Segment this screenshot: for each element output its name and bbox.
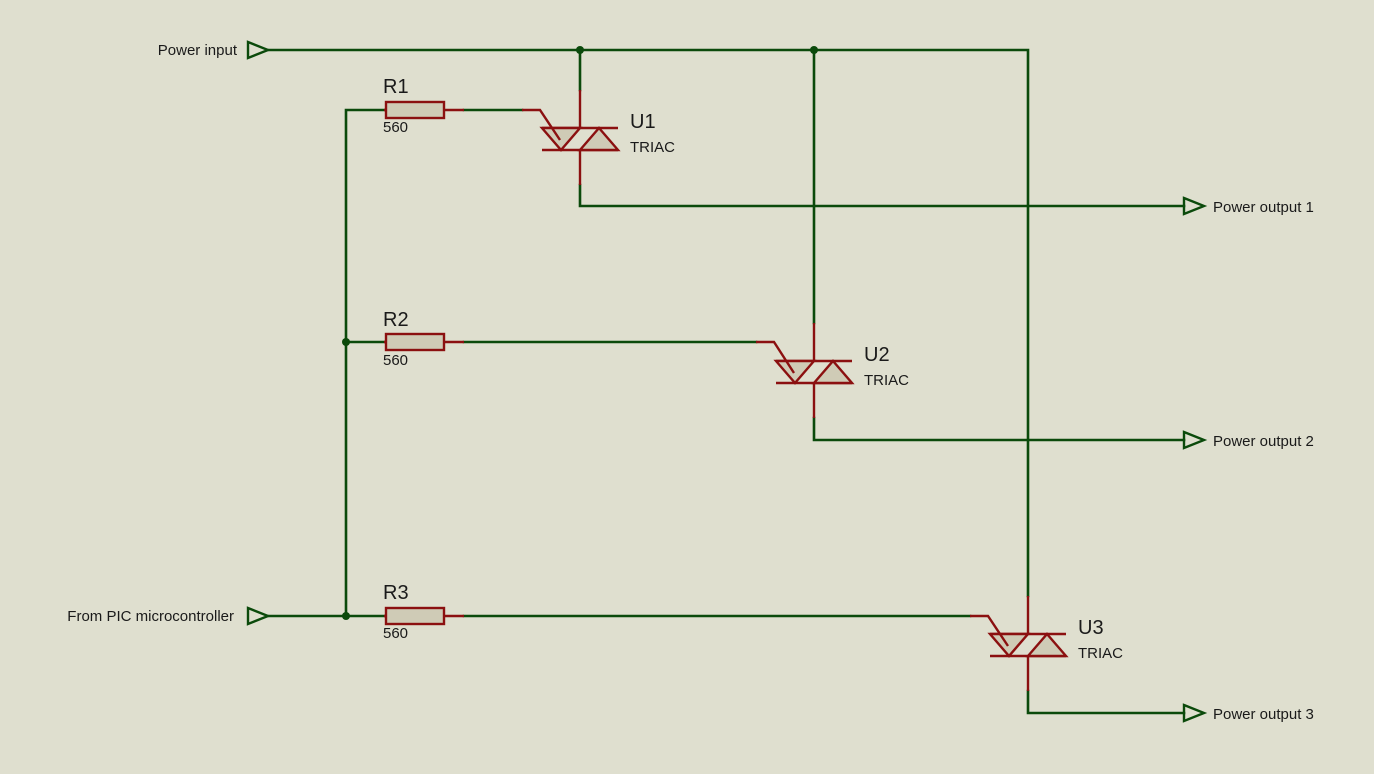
wire-power-bus (266, 48, 1030, 598)
resistor-r1[interactable]: R1 560 (383, 76, 464, 136)
terminal-output-1[interactable]: Power output 1 (1182, 196, 1314, 216)
resistor-value-label: 560 (383, 352, 408, 369)
resistor-body-icon (384, 606, 446, 626)
resistor-body-icon (384, 332, 446, 352)
triac-gate-lead (756, 340, 796, 374)
triac-symbol-icon (811, 359, 855, 385)
port-label-output-2: Power output 2 (1213, 433, 1314, 450)
triac-type-label: TRIAC (1078, 645, 1123, 662)
triac-type-label: TRIAC (630, 139, 675, 156)
triac-gate-lead (522, 108, 561, 141)
triac-u1[interactable]: U1 TRIAC (522, 90, 675, 185)
junction-dot (342, 338, 350, 346)
port-label-from-pic: From PIC microcontroller (67, 608, 234, 625)
resistor-r3[interactable]: R3 560 (383, 582, 464, 642)
terminal-power-input[interactable]: Power input (158, 40, 272, 60)
triac-gate-lead (970, 614, 1009, 647)
resistor-ref-label: R1 (383, 76, 409, 98)
terminal-arrow-icon (1182, 430, 1208, 450)
triac-ref-label: U1 (630, 111, 656, 133)
wires (266, 48, 1186, 715)
terminal-arrow-icon (246, 606, 272, 626)
port-label-output-1: Power output 1 (1213, 199, 1314, 216)
triac-symbol-icon (987, 632, 1031, 658)
wire-control-bus (266, 108, 386, 618)
port-label-power-input: Power input (158, 42, 238, 59)
resistor-value-label: 560 (383, 119, 408, 136)
terminal-arrow-icon (246, 40, 272, 60)
junctions (342, 46, 818, 620)
junction-dot (576, 46, 584, 54)
triac-ref-label: U3 (1078, 617, 1104, 639)
triac-symbol-icon (1025, 632, 1069, 658)
terminal-arrow-icon (1182, 703, 1208, 723)
terminal-from-pic[interactable]: From PIC microcontroller (67, 606, 272, 626)
triac-u3[interactable]: U3 TRIAC (970, 596, 1123, 691)
resistor-value-label: 560 (383, 625, 408, 642)
junction-dot (810, 46, 818, 54)
port-label-output-3: Power output 3 (1213, 706, 1314, 723)
wire-output-3 (1026, 689, 1186, 715)
junction-dot (342, 612, 350, 620)
terminal-output-3[interactable]: Power output 3 (1182, 703, 1314, 723)
terminal-output-2[interactable]: Power output 2 (1182, 430, 1314, 450)
resistor-ref-label: R3 (383, 582, 409, 604)
resistor-body-icon (384, 100, 446, 120)
terminal-arrow-icon (1182, 196, 1208, 216)
triac-symbol-icon (773, 359, 817, 385)
wire-output-1 (578, 183, 1186, 208)
resistor-r2[interactable]: R2 560 (383, 309, 464, 369)
triac-symbol-icon (539, 126, 583, 152)
triac-type-label: TRIAC (864, 372, 909, 389)
triac-ref-label: U2 (864, 344, 890, 366)
wire-output-2 (812, 416, 1186, 442)
resistor-ref-label: R2 (383, 309, 409, 331)
triac-symbol-icon (577, 126, 621, 152)
triac-u2[interactable]: U2 TRIAC (756, 323, 909, 418)
